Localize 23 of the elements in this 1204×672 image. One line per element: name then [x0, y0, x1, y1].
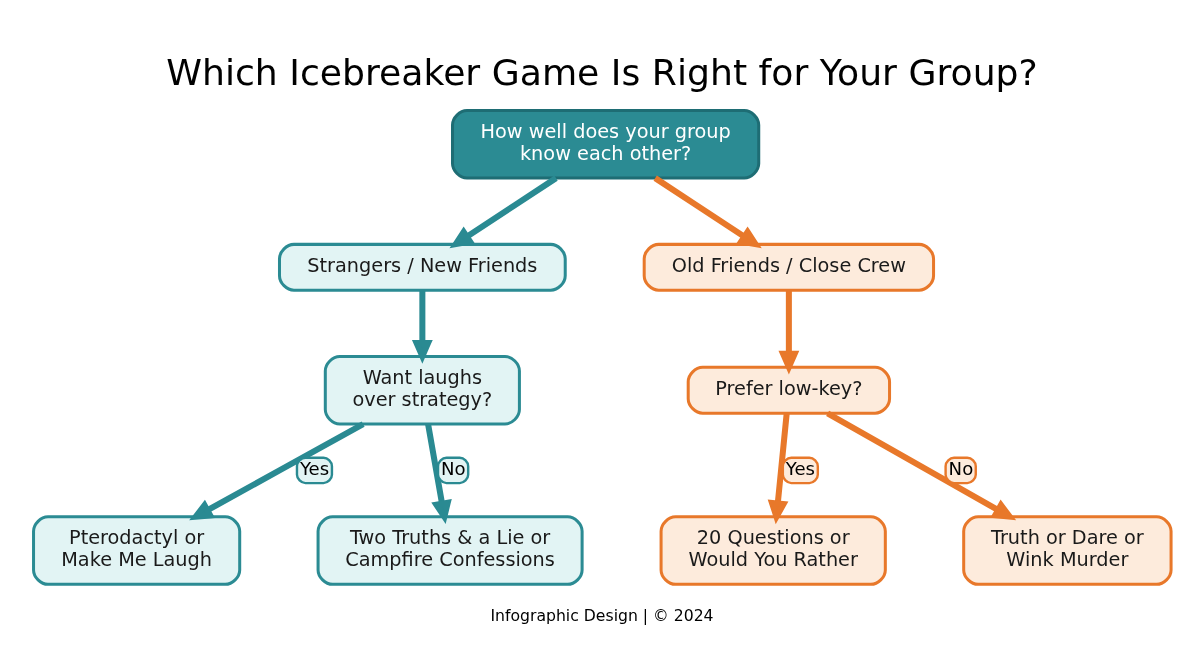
arrow [449, 175, 558, 249]
node-box: Prefer low-key? [686, 365, 892, 415]
node-box: 20 Questions or Would You Rather [659, 515, 887, 586]
node-box: Want laughs over strategy? [323, 355, 521, 426]
arrow [778, 290, 800, 375]
arrow [826, 410, 1017, 521]
caption: Infographic Design | © 2024 [490, 606, 714, 626]
arrow [767, 413, 790, 525]
edge-label: No [441, 458, 466, 480]
arrow [425, 423, 452, 525]
edge-label: No [948, 458, 974, 480]
node-box: Truth or Dare or Wink Murder [962, 515, 1173, 586]
arrow [189, 421, 365, 521]
node-box: Strangers / New Friends [278, 242, 567, 292]
node-box: Old Friends / Close Crew [642, 242, 936, 292]
edge-label: Yes [785, 458, 816, 480]
node-box: How well does your group know each other? [451, 109, 761, 180]
edge-label: Yes [299, 458, 330, 480]
node-box: Two Truths & a Lie or Campfire Confessions [316, 515, 584, 586]
node-box: Pterodactyl or Make Me Laugh [32, 515, 242, 586]
diagram-title: Which Icebreaker Game Is Right for Your Group? [166, 51, 1038, 95]
arrow [653, 175, 762, 249]
arrow [411, 290, 433, 364]
